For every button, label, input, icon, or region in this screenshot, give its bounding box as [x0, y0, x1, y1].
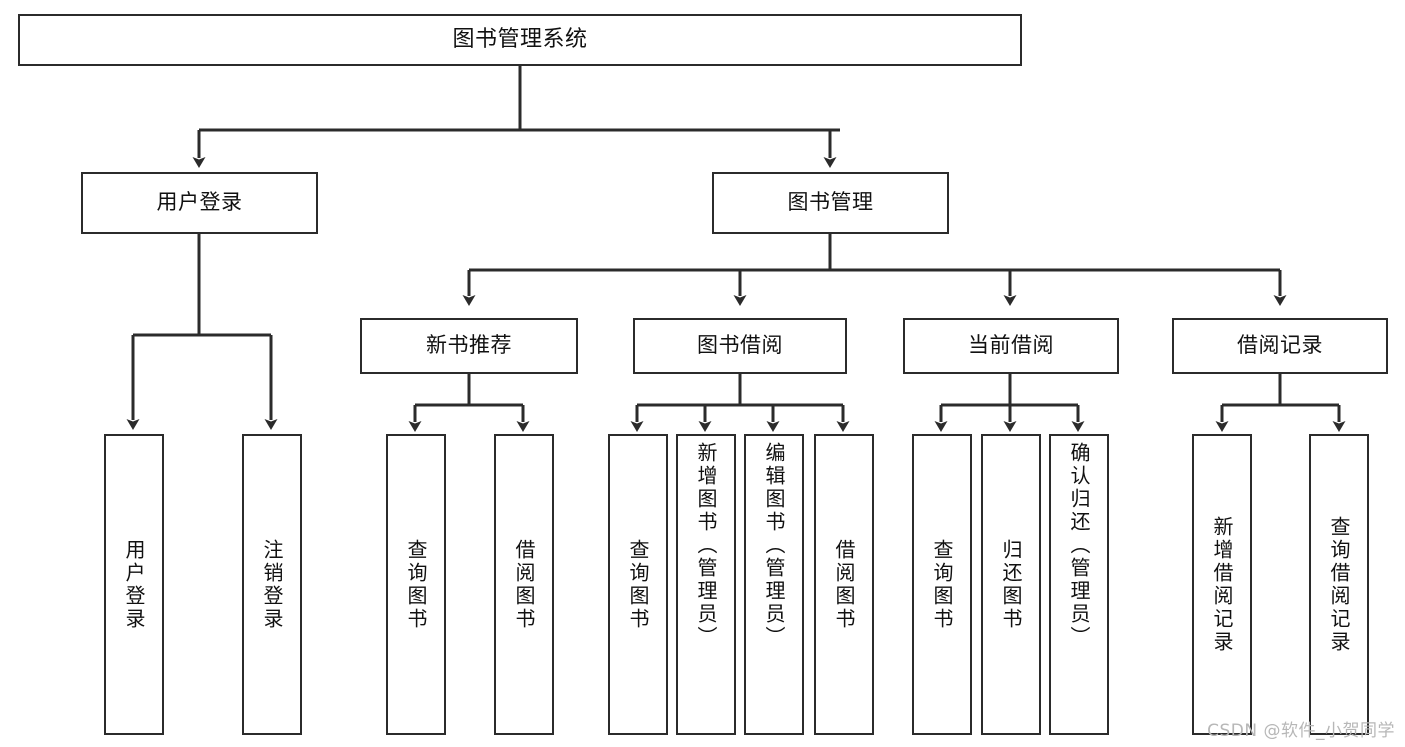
node-root-label: 图书管理系统 [452, 26, 588, 52]
leaf-logout-label: 注销登录 [260, 538, 284, 631]
leaf-borrow-book-1[interactable]: 借阅图书 [494, 434, 554, 735]
leaf-logout[interactable]: 注销登录 [242, 434, 302, 735]
leaf-query-record[interactable]: 查询借阅记录 [1309, 434, 1369, 735]
leaf-user-login-label: 用户登录 [122, 538, 146, 631]
leaf-confirm-return[interactable]: 确认归还（管理员） [1049, 434, 1109, 735]
leaf-borrow-book-1-label: 借阅图书 [512, 538, 536, 631]
node-book-borrow[interactable]: 图书借阅 [633, 318, 847, 374]
leaf-add-book-label: 新增图书（管理员） [694, 442, 718, 649]
node-book-manage-label: 图书管理 [787, 190, 874, 215]
node-book-manage[interactable]: 图书管理 [712, 172, 949, 234]
leaf-query-record-label: 查询借阅记录 [1327, 515, 1351, 654]
leaf-edit-book[interactable]: 编辑图书（管理员） [744, 434, 804, 735]
leaf-edit-book-label: 编辑图书（管理员） [762, 442, 786, 649]
node-user-login[interactable]: 用户登录 [81, 172, 318, 234]
node-user-login-label: 用户登录 [156, 190, 243, 215]
node-root[interactable]: 图书管理系统 [18, 14, 1022, 66]
leaf-add-record-label: 新增借阅记录 [1210, 515, 1234, 654]
leaf-query-book-1-label: 查询图书 [404, 538, 428, 631]
leaf-confirm-return-label: 确认归还（管理员） [1067, 442, 1091, 649]
leaf-return-book-label: 归还图书 [999, 538, 1023, 631]
leaf-borrow-book-2-label: 借阅图书 [832, 538, 856, 631]
leaf-add-record[interactable]: 新增借阅记录 [1192, 434, 1252, 735]
leaf-borrow-book-2[interactable]: 借阅图书 [814, 434, 874, 735]
leaf-query-book-3-label: 查询图书 [930, 538, 954, 631]
node-current-borrow-label: 当前借阅 [968, 333, 1054, 358]
leaf-query-book-1[interactable]: 查询图书 [386, 434, 446, 735]
leaf-query-book-3[interactable]: 查询图书 [912, 434, 972, 735]
node-new-book-rec-label: 新书推荐 [426, 333, 512, 358]
node-book-borrow-label: 图书借阅 [697, 333, 783, 358]
leaf-return-book[interactable]: 归还图书 [981, 434, 1041, 735]
node-borrow-record[interactable]: 借阅记录 [1172, 318, 1388, 374]
leaf-add-book[interactable]: 新增图书（管理员） [676, 434, 736, 735]
node-borrow-record-label: 借阅记录 [1237, 333, 1323, 358]
leaf-query-book-2-label: 查询图书 [626, 538, 650, 631]
leaf-query-book-2[interactable]: 查询图书 [608, 434, 668, 735]
leaf-user-login[interactable]: 用户登录 [104, 434, 164, 735]
node-new-book-rec[interactable]: 新书推荐 [360, 318, 578, 374]
node-current-borrow[interactable]: 当前借阅 [903, 318, 1119, 374]
watermark: CSDN @软件_小贺同学 [1207, 721, 1395, 741]
